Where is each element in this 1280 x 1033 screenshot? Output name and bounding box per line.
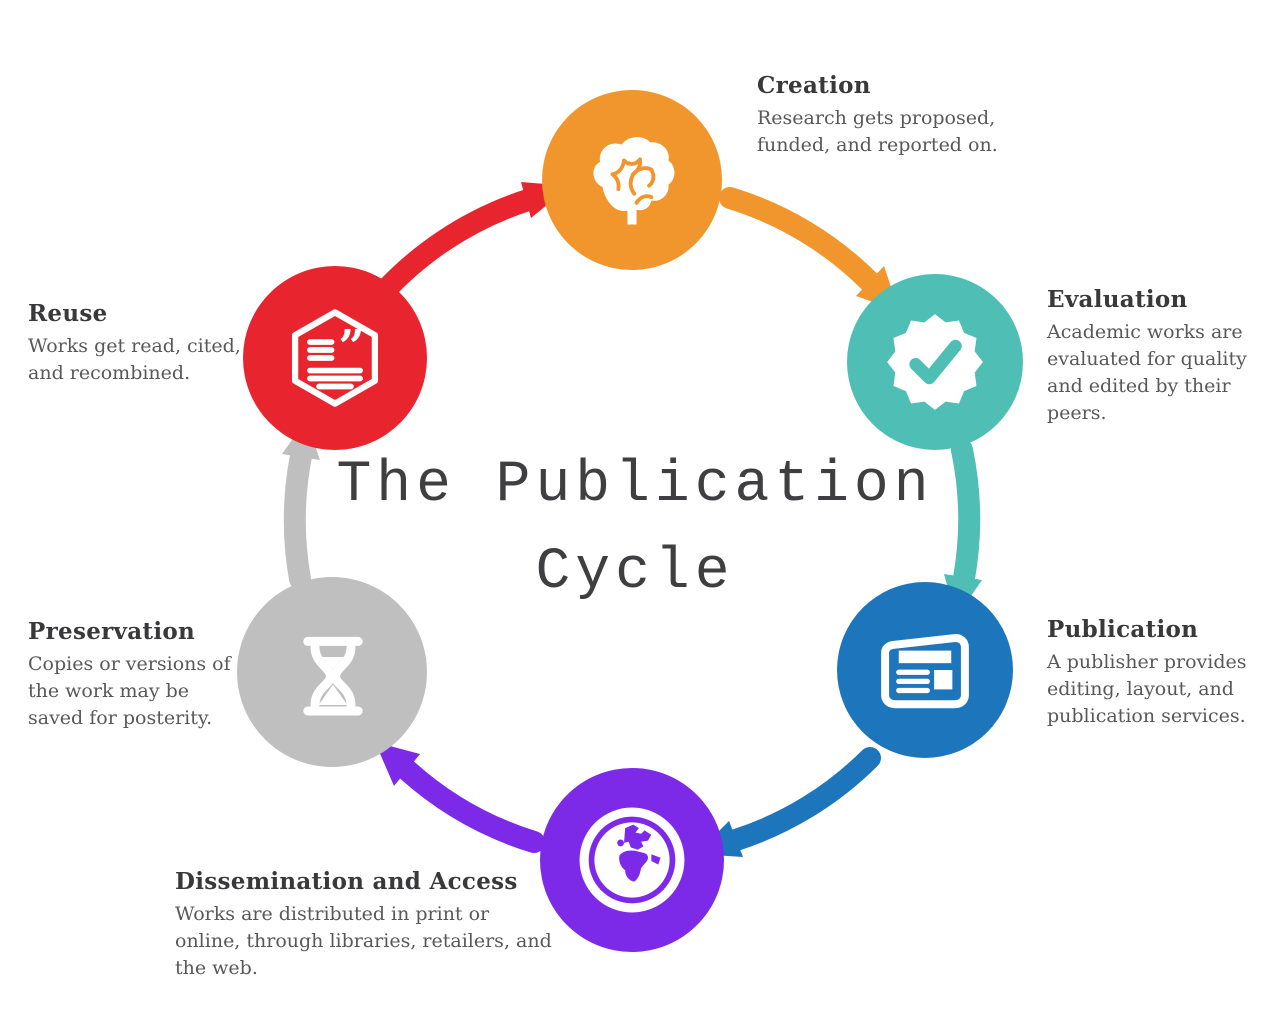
newspaper-icon [881, 634, 969, 709]
arrow-preservation-to-reuse [283, 445, 312, 590]
arrow-evaluation-to-publication [951, 439, 981, 589]
arrowhead-to-preservation [375, 742, 420, 786]
stage-label-reuse: Reuse Works get read, cited, and recombi… [28, 300, 263, 387]
stage-name: Publication [1047, 616, 1199, 643]
hourglass-icon [303, 636, 363, 716]
arrow-publication-to-dissemination [725, 747, 881, 851]
stage-name: Dissemination and Access [175, 868, 518, 895]
svg-text:”: ” [338, 320, 364, 374]
stage-description: Research gets proposed, funded, and repo… [757, 107, 998, 156]
stage-label-publication: Publication A publisher provides editing… [1047, 616, 1262, 730]
reuse-node-circle [243, 266, 427, 450]
stage-description: Works get read, cited, and recombined. [28, 335, 241, 384]
stage-description: Works are distributed in print or online… [175, 903, 552, 979]
arrow-reuse-to-creation [363, 189, 539, 314]
cycle-arrows [283, 187, 981, 853]
stage-description: A publisher provides editing, layout, an… [1047, 651, 1247, 727]
stage-label-creation: Creation Research gets proposed, funded,… [757, 72, 1027, 159]
diagram-title-line1: The Publication [336, 453, 934, 518]
arrow-creation-to-evaluation [719, 187, 881, 293]
stage-name: Creation [757, 72, 871, 99]
stage-description: Copies or versions of the work may be sa… [28, 653, 231, 729]
seal-check-icon [887, 314, 983, 410]
stage-name: Evaluation [1047, 286, 1188, 313]
stage-label-preservation: Preservation Copies or versions of the w… [28, 618, 233, 732]
arrow-dissemination-to-preservation [396, 759, 545, 853]
stage-name: Preservation [28, 618, 196, 645]
stage-label-evaluation: Evaluation Academic works are evaluated … [1047, 286, 1262, 427]
stage-description: Academic works are evaluated for quality… [1047, 321, 1247, 424]
diagram-title: The Publication Cycle [280, 442, 990, 616]
brain-icon [593, 137, 675, 225]
globe-icon [579, 807, 685, 913]
stage-label-dissemination: Dissemination and Access Works are distr… [175, 868, 553, 982]
quote-hexagon-icon: ” [291, 309, 379, 407]
diagram-title-line2: Cycle [535, 540, 735, 605]
stage-name: Reuse [28, 300, 108, 327]
